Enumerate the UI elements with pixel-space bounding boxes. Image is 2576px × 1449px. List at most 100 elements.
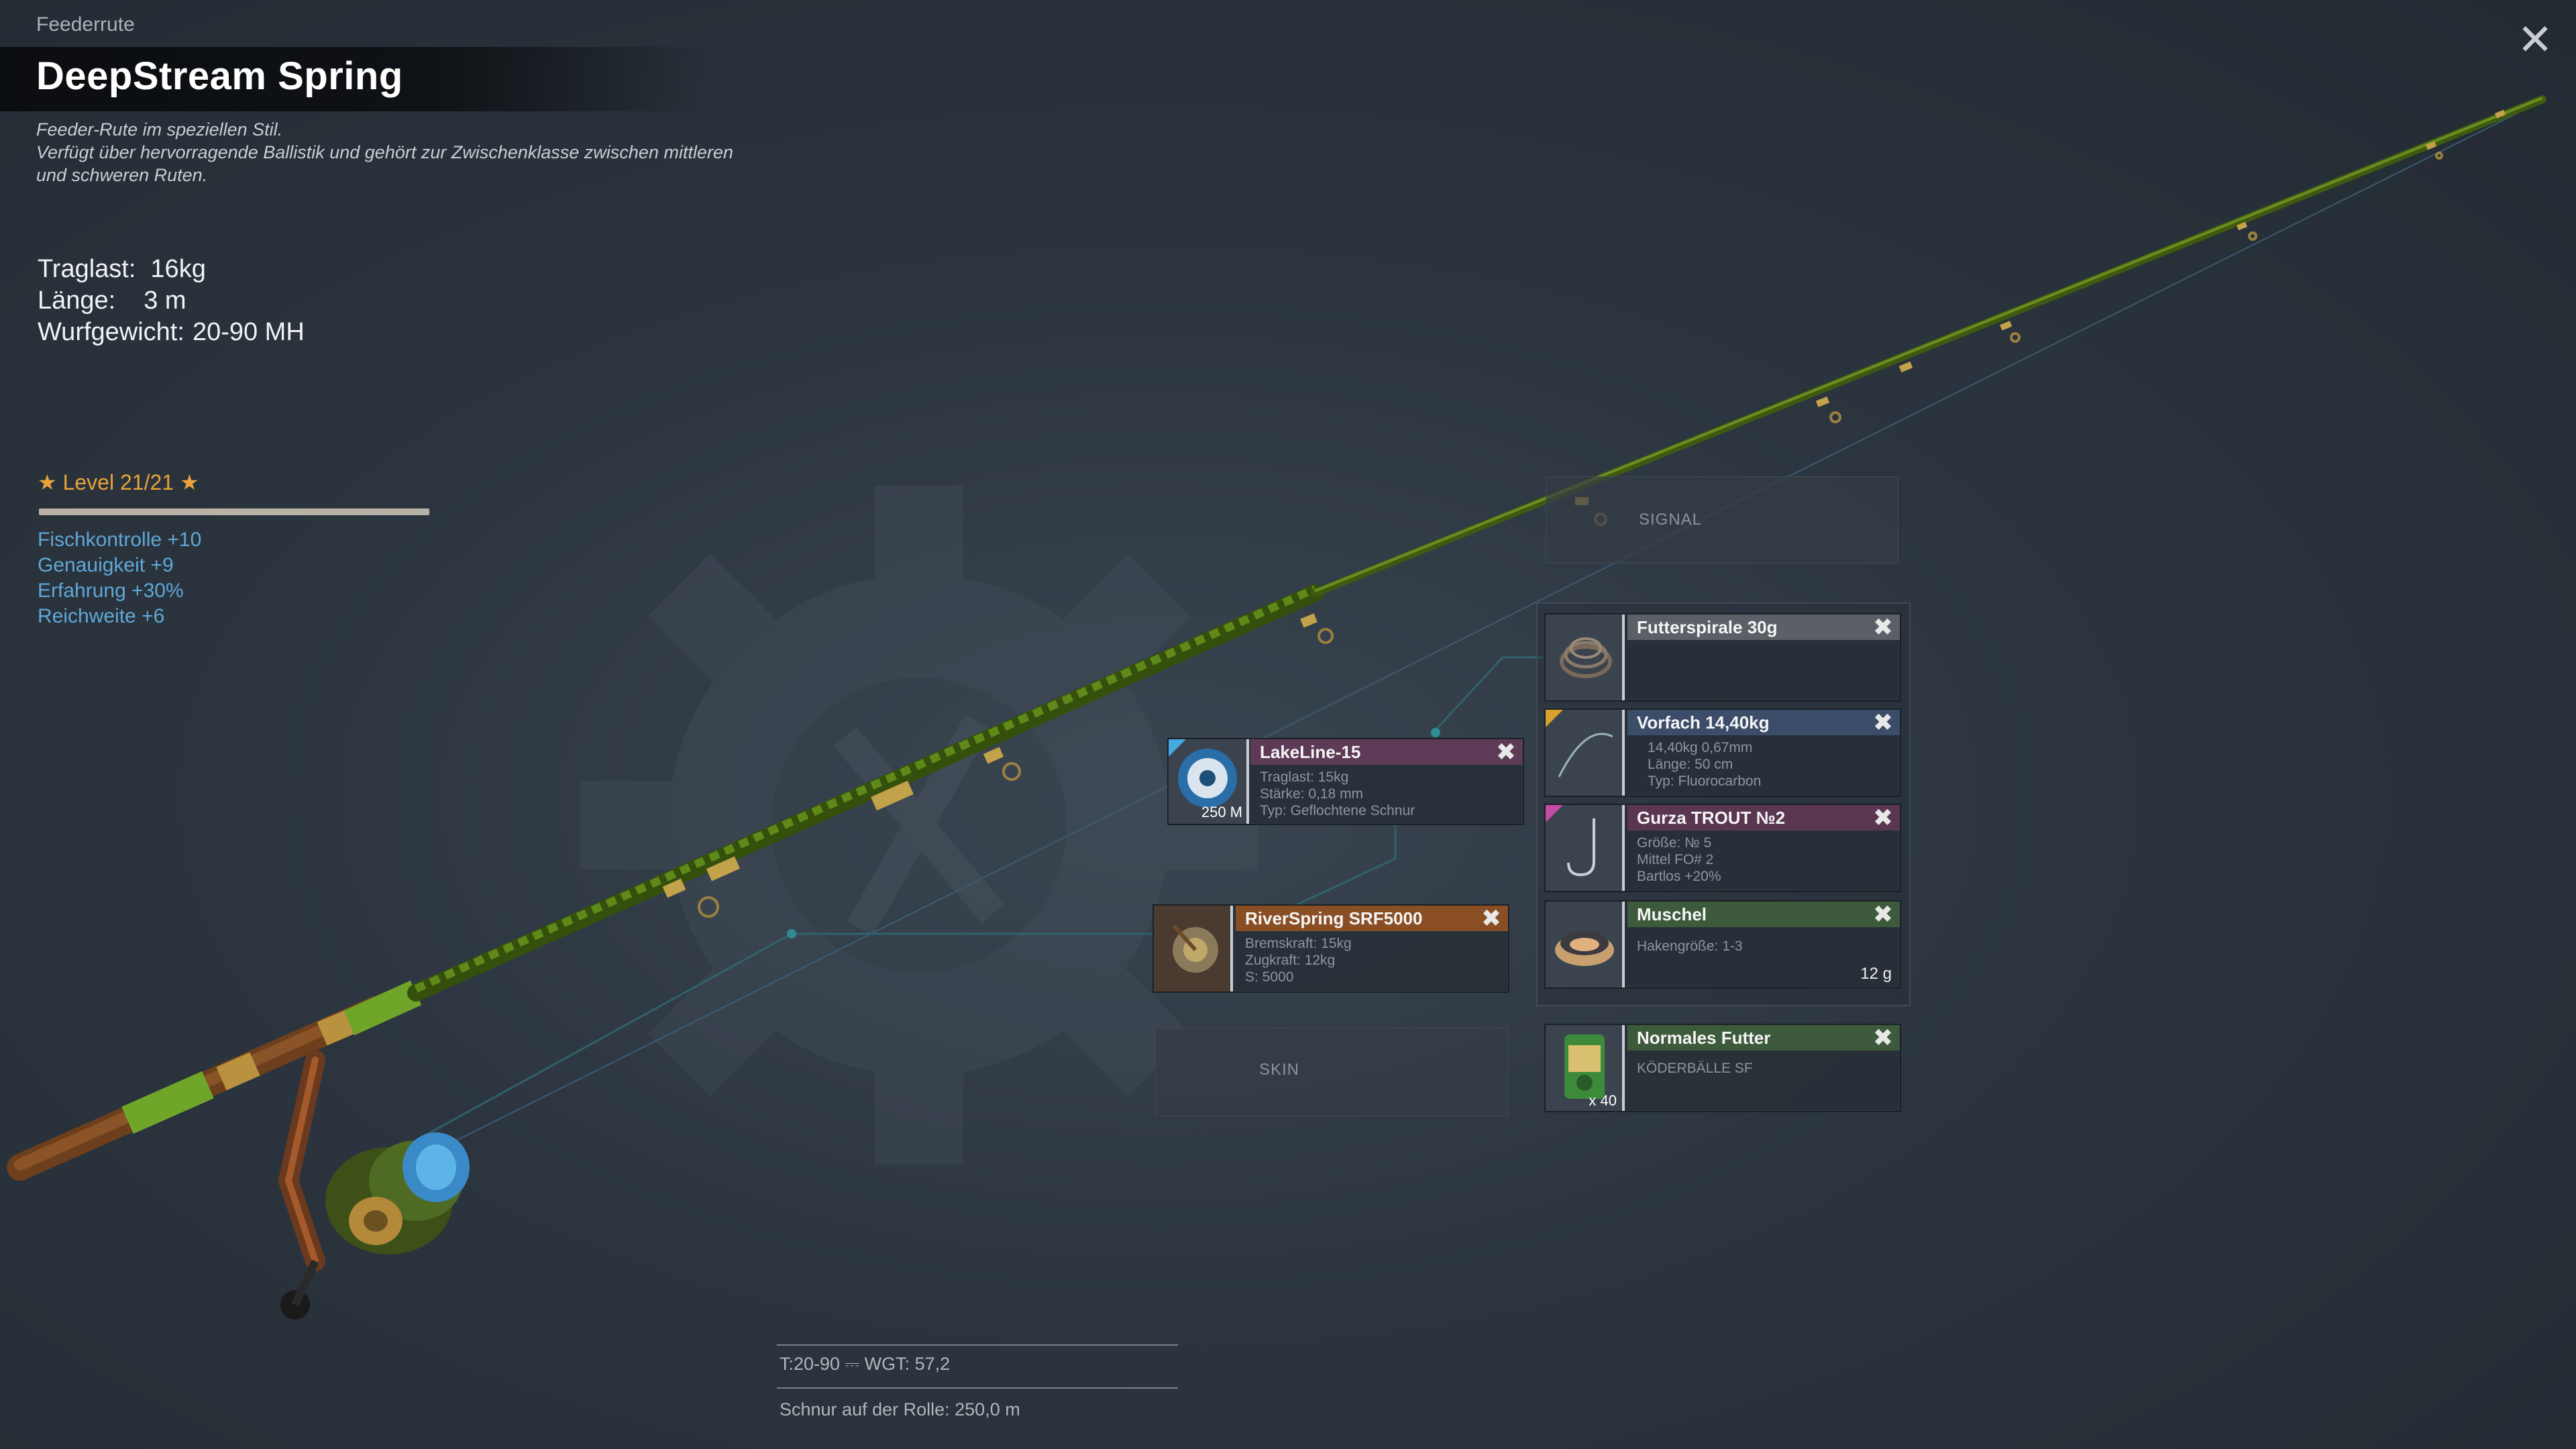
bonus-list: Fischkontrolle +10 Genauigkeit +9 Erfahr…	[38, 527, 201, 629]
item-description: Feeder-Rute im speziellen Stil. Verfügt …	[36, 118, 801, 186]
groundbait-card[interactable]: x 40 Normales Futter ✖ KÖDERBÄLLE SF	[1544, 1024, 1901, 1112]
feeder-card-header: Futterspirale 30g	[1627, 614, 1900, 640]
skin-slot-label: SKIN	[1259, 1061, 1300, 1079]
detail-line: Traglast: 15kg	[1260, 769, 1349, 785]
stat-label: Wurfgewicht:	[38, 318, 184, 346]
detail-line: Stärke: 0,18 mm	[1260, 786, 1364, 802]
reel-name: RiverSpring SRF5000	[1245, 908, 1423, 928]
stat-label: Länge:	[38, 286, 116, 315]
bait-card-header: Muschel	[1627, 902, 1900, 927]
signal-slot[interactable]: SIGNAL	[1546, 476, 1898, 564]
stat-value: 20-90 MH	[192, 318, 305, 346]
remove-reel-button[interactable]: ✖	[1481, 904, 1501, 932]
footer-divider	[777, 1344, 1178, 1346]
bonus-item: Reichweite +6	[38, 605, 165, 627]
bait-card[interactable]: Muschel ✖ Hakengröße: 1-3 12 g	[1544, 900, 1901, 989]
bait-thumbnail	[1546, 902, 1625, 987]
stats-block: Traglast: 16kg Länge: 3 m Wurfgewicht: 20-9…	[38, 254, 305, 348]
reel-thumbnail	[1154, 906, 1233, 991]
stat-label: Traglast:	[38, 255, 136, 283]
level-label: ★ Level 21/21 ★	[38, 470, 199, 494]
level-progress-fill	[39, 508, 429, 515]
bonus-item: Fischkontrolle +10	[38, 529, 202, 551]
bait-name: Muschel	[1637, 904, 1707, 924]
line-spool-icon	[1178, 749, 1237, 808]
groundbait-card-header: Normales Futter	[1627, 1025, 1900, 1051]
close-icon: ✕	[2517, 15, 2553, 64]
hook-thumbnail	[1546, 805, 1625, 891]
reel-illustration	[278, 1050, 470, 1320]
feeder-thumbnail	[1546, 614, 1625, 700]
detail-line: Typ: Fluorocarbon	[1648, 773, 1762, 789]
description-line: Feeder-Rute im speziellen Stil.	[36, 119, 283, 140]
reel-icon	[1154, 906, 1230, 991]
reel-card-header: RiverSpring SRF5000	[1236, 906, 1508, 931]
remove-bait-button[interactable]: ✖	[1872, 900, 1893, 928]
reel-details: Bremskraft: 15kg Zugkraft: 12kg S: 5000	[1245, 935, 1501, 985]
hook-name: Gurza TROUT №2	[1637, 808, 1786, 828]
leader-icon	[1558, 733, 1613, 777]
detail-line: Bremskraft: 15kg	[1245, 936, 1352, 951]
detail-line: KÖDERBÄLLE SF	[1637, 1061, 1753, 1076]
bait-weight: 12 g	[1860, 965, 1892, 983]
line-card[interactable]: 250 M LakeLine-15 ✖ Traglast: 15kg Stärk…	[1167, 738, 1524, 825]
hook-card[interactable]: Gurza TROUT №2 ✖ Größe: № 5 Mittel FO# 2…	[1544, 804, 1901, 892]
detail-line: Bartlos +20%	[1637, 869, 1721, 884]
groundbait-details: KÖDERBÄLLE SF	[1637, 1055, 1893, 1077]
groundbait-thumbnail: x 40	[1546, 1025, 1625, 1111]
stat-value: 3 m	[144, 286, 186, 315]
line-length-badge: 250 M	[1201, 804, 1242, 820]
bait-details: Hakengröße: 1-3	[1637, 931, 1893, 955]
stat-load: Traglast: 16kg	[38, 254, 305, 285]
leader-name: Vorfach 14,40kg	[1637, 712, 1770, 733]
item-category: Feederrute	[36, 13, 135, 36]
stat-casting-weight: Wurfgewicht: 20-90 MH	[38, 317, 305, 348]
bonus-item: Erfahrung +30%	[38, 580, 184, 602]
connector-lines	[415, 656, 1543, 1142]
hook-details: Größe: № 5 Mittel FO# 2 Bartlos +20%	[1637, 835, 1893, 885]
leader-details: 14,40kg 0,67mm Länge: 50 cm Typ: Fluoroc…	[1637, 739, 1893, 790]
bonus-item: Genauigkeit +9	[38, 554, 174, 576]
line-card-header: LakeLine-15	[1250, 739, 1523, 765]
leader-card[interactable]: Vorfach 14,40kg ✖ 14,40kg 0,67mm Länge: …	[1544, 708, 1901, 797]
remove-groundbait-button[interactable]: ✖	[1872, 1024, 1893, 1051]
detail-line: S: 5000	[1245, 969, 1294, 985]
detail-line: Länge: 50 cm	[1648, 757, 1733, 772]
signal-slot-label: SIGNAL	[1639, 511, 1703, 529]
footer-divider	[777, 1387, 1178, 1389]
reel-card[interactable]: RiverSpring SRF5000 ✖ Bremskraft: 15kg Z…	[1152, 904, 1509, 993]
leader-thumbnail	[1546, 710, 1625, 796]
stat-length: Länge: 3 m	[38, 285, 305, 317]
remove-hook-button[interactable]: ✖	[1872, 804, 1893, 831]
groundbait-quantity: x 40	[1589, 1092, 1617, 1109]
remove-line-button[interactable]: ✖	[1495, 738, 1516, 765]
mussel-icon	[1555, 931, 1614, 966]
groundbait-name: Normales Futter	[1637, 1028, 1771, 1048]
stat-value: 16kg	[150, 255, 206, 283]
hook-icon	[1567, 818, 1595, 877]
leader-card-header: Vorfach 14,40kg	[1627, 710, 1900, 735]
level-progress-bar	[39, 508, 429, 515]
title-band	[0, 47, 711, 111]
feeder-name: Futterspirale 30g	[1637, 617, 1778, 637]
detail-line: Zugkraft: 12kg	[1245, 953, 1336, 968]
hook-card-header: Gurza TROUT №2	[1627, 805, 1900, 830]
line-on-reel: Schnur auf der Rolle: 250,0 m	[780, 1399, 1020, 1419]
line-name: LakeLine-15	[1260, 742, 1361, 762]
detail-line: 14,40kg 0,67mm	[1648, 740, 1753, 755]
line-details: Traglast: 15kg Stärke: 0,18 mm Typ: Gefl…	[1260, 769, 1516, 819]
remove-leader-button[interactable]: ✖	[1872, 708, 1893, 736]
remove-feeder-button[interactable]: ✖	[1872, 613, 1893, 641]
groundbait-bag-icon	[1564, 1034, 1605, 1099]
detail-line: Mittel FO# 2	[1637, 852, 1714, 867]
description-line: Verfügt über hervorragende Ballistik und…	[36, 142, 733, 162]
detail-line: Größe: № 5	[1637, 835, 1712, 851]
detail-line: Typ: Geflochtene Schnur	[1260, 803, 1415, 818]
skin-slot[interactable]: SKIN	[1155, 1028, 1508, 1116]
feeder-spiral-icon	[1560, 637, 1612, 678]
close-button[interactable]: ✕	[2514, 18, 2556, 62]
feeder-card[interactable]: Futterspirale 30g ✖	[1544, 613, 1901, 702]
line-thumbnail: 250 M	[1169, 739, 1249, 824]
tackle-summary: T:20-90 ⎓ WGT: 57,2	[780, 1354, 951, 1374]
